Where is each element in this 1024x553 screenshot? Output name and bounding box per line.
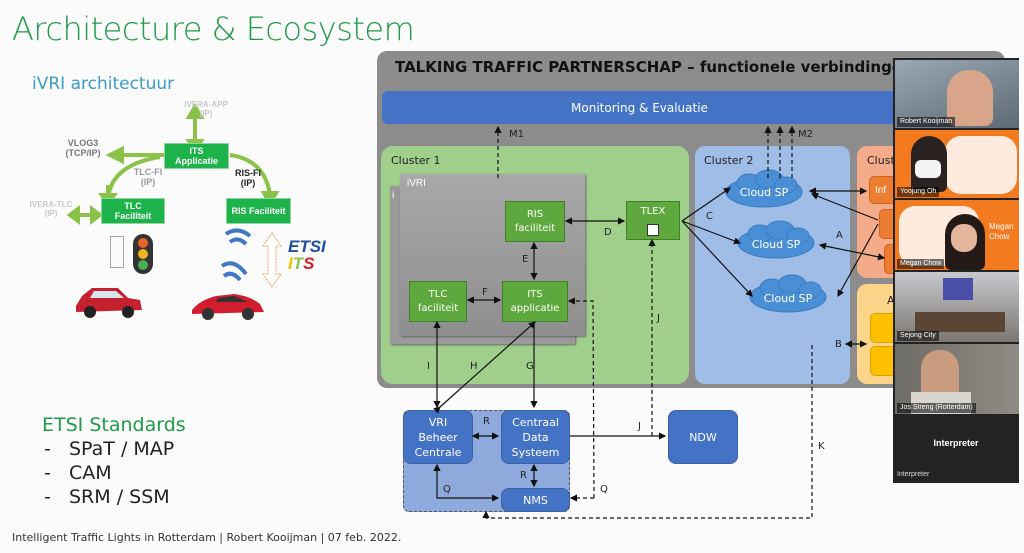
participant-name: Yoojung Oh — [897, 187, 940, 197]
etsi-item: -CAM — [44, 462, 112, 484]
ris-fi-label: RIS-FI(IP) — [235, 168, 261, 188]
slide-footer: Intelligent Traffic Lights in Rotterdam … — [12, 531, 402, 544]
edge-label-i: I — [427, 361, 430, 372]
wifi-signal-icon — [220, 228, 252, 282]
cloud-sp-2: Cloud SP — [751, 237, 801, 251]
traffic-light-icon — [133, 234, 153, 274]
edge-label-a: A — [836, 230, 843, 241]
tlex-port — [647, 224, 659, 236]
diagram-title: TALKING TRAFFIC PARTNERSCHAP – functione… — [395, 58, 971, 76]
etsi-standards-heading: ETSI Standards — [42, 414, 186, 436]
edge-label-m2: M2 — [798, 129, 813, 140]
participant-avatar — [947, 70, 993, 126]
edge-label-j: J — [638, 421, 641, 432]
cluster-3-label: Cluste — [867, 154, 902, 167]
edge-k — [482, 345, 813, 519]
cloud-sp-1: Cloud SP — [739, 185, 789, 199]
edge-label-j: J — [657, 313, 660, 324]
nms-node: NMS — [501, 488, 570, 512]
edge-label-g: G — [526, 361, 534, 372]
edge-label-b: B — [835, 339, 842, 350]
interpreter-label: Interpreter — [897, 471, 930, 478]
participant-name: Megan Chow — [897, 259, 945, 269]
participant-name: Sejong City — [897, 331, 939, 341]
ivri-arrows — [66, 103, 280, 225]
edge-label-f: F — [482, 287, 488, 298]
edge-label-h: H — [470, 361, 478, 372]
edge-label-k: K — [818, 441, 825, 452]
pole-icon — [110, 236, 124, 268]
edge-q-dashed — [567, 297, 595, 499]
edge-label-q: Q — [443, 484, 451, 495]
edge-c — [681, 220, 742, 245]
ndw-node: NDW — [668, 410, 738, 464]
video-tile[interactable]: Jos Streng (Rotterdam) — [895, 344, 1019, 414]
participant-name: Robert Kooijman — [897, 117, 956, 127]
edge-h — [433, 321, 536, 414]
cloud-shapes — [725, 169, 827, 313]
ivera-tlc-label: IVERA-TLC(IP) — [29, 200, 73, 218]
etsi-item: -SPaT / MAP — [44, 438, 175, 460]
etsi-its-logo: ETSI ITS — [288, 237, 326, 273]
edge-q — [433, 463, 500, 502]
edge-label-q: Q — [600, 484, 608, 495]
cluster-1-label: Cluster 1 — [391, 154, 441, 167]
car-icon — [76, 288, 142, 318]
edge-label-r: R — [483, 416, 490, 427]
bidirectional-arrow-icon — [262, 232, 282, 288]
etsi-item: -SRM / SSM — [44, 486, 170, 508]
edge-a — [818, 242, 886, 261]
edge-label-e: E — [522, 254, 529, 265]
cloud-sp-3: Cloud SP — [763, 291, 813, 305]
monitoring-evaluatie-bar: Monitoring & Evaluatie — [382, 91, 897, 124]
car-icon — [192, 294, 264, 320]
edge-label-r: R — [520, 470, 527, 481]
tlc-fi-label: TLC-FI(IP) — [133, 167, 163, 187]
edge-label-c: C — [706, 211, 713, 222]
edge-c — [681, 220, 753, 297]
edge-label-m1: M1 — [509, 129, 524, 140]
slide-title: Architecture & Ecosystem — [12, 10, 415, 48]
cluster-4-label: A — [887, 294, 895, 307]
video-tile[interactable]: Sejong City — [895, 272, 1019, 342]
edge-label-d: D — [604, 227, 612, 238]
ivri-architecture-heading: iVRI architectuur — [32, 74, 175, 94]
vlog3-label: VLOG3(TCP/IP) — [65, 138, 101, 158]
ivera-app-label: IVERA-APP(IP) — [184, 100, 228, 118]
participant-name: Jos Streng (Rotterdam) — [897, 403, 976, 413]
cluster-2-label: Cluster 2 — [704, 154, 754, 167]
ris-faciliteit-box: RIS Faciliteit — [226, 198, 291, 224]
edge-a — [837, 223, 879, 298]
ivri-label: iVRI — [407, 178, 426, 189]
tlex-node: TLEX — [626, 201, 680, 240]
edge-a — [810, 192, 879, 221]
interpreter-tile-title[interactable]: Interpreter — [933, 438, 979, 448]
edge-c — [681, 187, 731, 222]
video-tile[interactable]: Robert Kooijman — [895, 60, 1019, 128]
video-tile[interactable]: Yoojung Oh — [895, 130, 1019, 198]
